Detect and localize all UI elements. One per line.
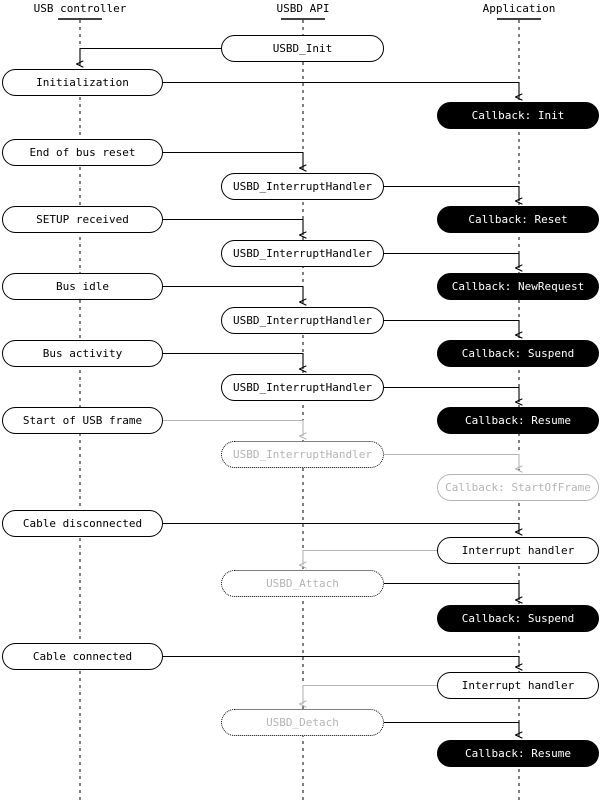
node-cb-reset[interactable]: Callback: Reset xyxy=(437,206,599,233)
node-bus-idle[interactable]: Bus idle xyxy=(2,273,163,300)
node-cb-suspend-1[interactable]: Callback: Suspend xyxy=(437,340,599,367)
node-usbd-attach[interactable]: USBD_Attach xyxy=(221,570,384,597)
node-setup-received[interactable]: SETUP received xyxy=(2,206,163,233)
lane-title-usb-controller: USB controller xyxy=(33,2,127,15)
node-cable-disconnected[interactable]: Cable disconnected xyxy=(2,510,163,537)
node-label: Cable disconnected xyxy=(22,517,143,530)
lane-title-application: Application xyxy=(482,2,556,15)
node-label: USBD_Init xyxy=(272,42,333,55)
node-label: Callback: NewRequest xyxy=(451,280,585,293)
node-ih-1[interactable]: USBD_InterruptHandler xyxy=(221,173,384,200)
node-label: SETUP received xyxy=(36,213,129,226)
node-label: USBD_InterruptHandler xyxy=(232,314,373,327)
node-ih-4[interactable]: USBD_InterruptHandler xyxy=(221,374,384,401)
node-cb-suspend-2[interactable]: Callback: Suspend xyxy=(437,605,599,632)
node-irq-handler-1[interactable]: Interrupt handler xyxy=(437,537,599,564)
node-ih-5-ghost[interactable]: USBD_InterruptHandler xyxy=(221,441,384,468)
node-irq-handler-2[interactable]: Interrupt handler xyxy=(437,672,599,699)
node-label: Callback: StartOfFrame xyxy=(445,481,591,494)
node-label: End of bus reset xyxy=(29,146,136,159)
node-bus-activity[interactable]: Bus activity xyxy=(2,340,163,367)
node-label: USBD_InterruptHandler xyxy=(232,381,373,394)
node-label: Callback: Resume xyxy=(465,414,571,427)
node-label: USBD_InterruptHandler xyxy=(232,180,373,193)
node-label: Interrupt handler xyxy=(461,679,575,692)
node-cb-init[interactable]: Callback: Init xyxy=(437,102,599,129)
node-end-bus-reset[interactable]: End of bus reset xyxy=(2,139,163,166)
node-cb-newrequest[interactable]: Callback: NewRequest xyxy=(437,273,599,300)
node-label: Callback: Suspend xyxy=(461,612,575,625)
node-label: Callback: Reset xyxy=(468,213,568,226)
node-cable-connected[interactable]: Cable connected xyxy=(2,643,163,670)
node-label: USBD_InterruptHandler xyxy=(232,247,373,260)
lane-title-usbd-api: USBD API xyxy=(276,2,330,15)
node-label: Callback: Resume xyxy=(465,747,571,760)
node-ih-3[interactable]: USBD_InterruptHandler xyxy=(221,307,384,334)
node-label: Bus idle xyxy=(56,280,109,293)
node-label: Callback: Init xyxy=(471,109,565,122)
node-initialization[interactable]: Initialization xyxy=(2,69,163,96)
node-usbd-init[interactable]: USBD_Init xyxy=(221,35,384,62)
node-cb-resume-1[interactable]: Callback: Resume xyxy=(437,407,599,434)
node-ih-2[interactable]: USBD_InterruptHandler xyxy=(221,240,384,267)
node-label: Bus activity xyxy=(42,347,123,360)
node-label: Initialization xyxy=(36,76,129,89)
node-label: USBD_InterruptHandler xyxy=(232,448,373,461)
node-label: USBD_Detach xyxy=(266,716,339,729)
node-label: USBD_Attach xyxy=(266,577,339,590)
node-cb-startofframe[interactable]: Callback: StartOfFrame xyxy=(437,474,599,501)
node-label: Start of USB frame xyxy=(22,414,143,427)
node-cb-resume-2[interactable]: Callback: Resume xyxy=(437,740,599,767)
node-label: Cable connected xyxy=(32,650,133,663)
node-label: Callback: Suspend xyxy=(461,347,575,360)
node-start-usb-frame[interactable]: Start of USB frame xyxy=(2,407,163,434)
node-usbd-detach[interactable]: USBD_Detach xyxy=(221,709,384,736)
node-label: Interrupt handler xyxy=(461,544,575,557)
